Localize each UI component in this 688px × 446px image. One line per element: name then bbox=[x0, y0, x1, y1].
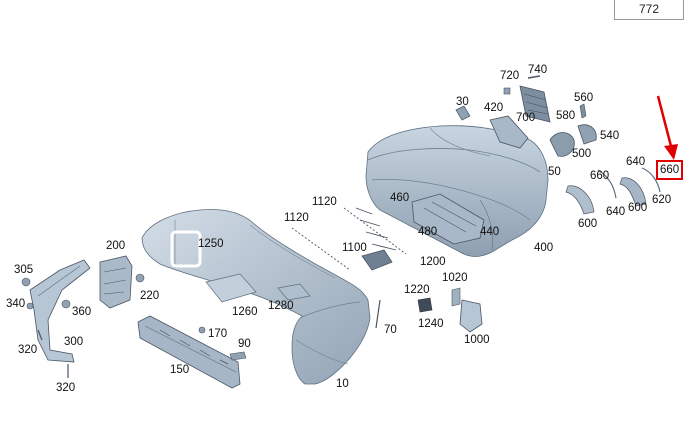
trim-600b bbox=[619, 177, 647, 207]
callout-10[interactable]: 10 bbox=[336, 378, 349, 390]
callout-600-left[interactable]: 600 bbox=[578, 218, 598, 230]
panel-1260 bbox=[205, 273, 257, 303]
page-number: 772 bbox=[638, 2, 660, 16]
callout-90[interactable]: 90 bbox=[238, 338, 251, 350]
screw-320a bbox=[37, 329, 43, 341]
callout-200[interactable]: 200 bbox=[106, 240, 126, 252]
cover-500 bbox=[549, 132, 575, 157]
callout-660-highlighted[interactable]: 660 bbox=[656, 160, 684, 180]
callout-220[interactable]: 220 bbox=[140, 290, 160, 302]
bracket-1000 bbox=[459, 299, 483, 333]
callout-700[interactable]: 700 bbox=[516, 112, 536, 124]
callout-540[interactable]: 540 bbox=[600, 130, 620, 142]
callout-580[interactable]: 580 bbox=[556, 110, 576, 122]
callout-640-lower[interactable]: 640 bbox=[606, 206, 626, 218]
small-part-305 bbox=[21, 277, 31, 287]
sensor-1220 bbox=[417, 297, 433, 313]
part-540 bbox=[577, 124, 597, 145]
callout-500[interactable]: 500 bbox=[572, 148, 592, 160]
page-number-box: 772 bbox=[614, 0, 684, 20]
bracket-420 bbox=[489, 115, 529, 149]
callout-1120-upper[interactable]: 1120 bbox=[312, 196, 337, 208]
small-part-170 bbox=[198, 326, 206, 334]
callout-70[interactable]: 70 bbox=[384, 324, 397, 336]
trim-600a bbox=[565, 185, 595, 215]
sensor-1100 bbox=[361, 249, 393, 271]
callout-1260[interactable]: 1260 bbox=[232, 306, 258, 318]
reinforcement-150 bbox=[137, 315, 241, 389]
callout-30[interactable]: 30 bbox=[456, 96, 469, 108]
highlight-arrow bbox=[656, 95, 678, 160]
bracket-300 bbox=[29, 259, 91, 363]
callout-320-left[interactable]: 320 bbox=[18, 344, 38, 356]
small-part-220 bbox=[135, 273, 145, 283]
callout-480[interactable]: 480 bbox=[418, 226, 438, 238]
bracket-200 bbox=[99, 255, 133, 309]
callout-640-upper[interactable]: 640 bbox=[626, 156, 646, 168]
small-part-90 bbox=[229, 351, 247, 361]
callout-1240[interactable]: 1240 bbox=[418, 318, 444, 330]
callout-400[interactable]: 400 bbox=[534, 242, 554, 254]
callout-1000[interactable]: 1000 bbox=[464, 334, 490, 346]
carrier-440 bbox=[411, 193, 485, 245]
callout-1220[interactable]: 1220 bbox=[404, 284, 430, 296]
clip-560 bbox=[579, 103, 587, 119]
callout-460[interactable]: 460 bbox=[390, 192, 410, 204]
callout-170[interactable]: 170 bbox=[208, 328, 228, 340]
callout-340[interactable]: 340 bbox=[6, 298, 26, 310]
small-part-340 bbox=[26, 302, 34, 310]
callout-320-bottom[interactable]: 320 bbox=[56, 382, 76, 394]
small-part-360 bbox=[61, 299, 71, 309]
pad-1280 bbox=[277, 283, 311, 301]
callout-1020[interactable]: 1020 bbox=[442, 272, 468, 284]
callout-560[interactable]: 560 bbox=[574, 92, 594, 104]
callout-150[interactable]: 150 bbox=[170, 364, 190, 376]
callout-620[interactable]: 620 bbox=[652, 194, 672, 206]
callout-600-right[interactable]: 600 bbox=[628, 202, 648, 214]
callout-305[interactable]: 305 bbox=[14, 264, 34, 276]
callout-420[interactable]: 420 bbox=[484, 102, 504, 114]
callout-440[interactable]: 440 bbox=[480, 226, 500, 238]
callout-720[interactable]: 720 bbox=[500, 70, 520, 82]
clip-720 bbox=[503, 87, 511, 95]
pin-70 bbox=[375, 299, 381, 329]
callout-300[interactable]: 300 bbox=[64, 336, 84, 348]
callout-1280[interactable]: 1280 bbox=[268, 300, 294, 312]
callout-50[interactable]: 50 bbox=[548, 166, 561, 178]
callout-1200[interactable]: 1200 bbox=[420, 256, 446, 268]
bolt-740 bbox=[527, 75, 541, 79]
wire-set-1120 bbox=[291, 207, 407, 271]
clip-30 bbox=[455, 105, 471, 121]
part-1020 bbox=[451, 287, 461, 307]
plate-700 bbox=[519, 85, 551, 123]
callout-740[interactable]: 740 bbox=[528, 64, 548, 76]
callout-360[interactable]: 360 bbox=[72, 306, 92, 318]
callout-660[interactable]: 660 bbox=[590, 170, 610, 182]
bumper-cover-400 bbox=[365, 125, 549, 257]
callout-1100[interactable]: 1100 bbox=[342, 242, 367, 254]
callout-1250[interactable]: 1250 bbox=[198, 238, 224, 250]
callout-1120-lower[interactable]: 1120 bbox=[284, 212, 309, 224]
strip-640 bbox=[597, 167, 661, 199]
